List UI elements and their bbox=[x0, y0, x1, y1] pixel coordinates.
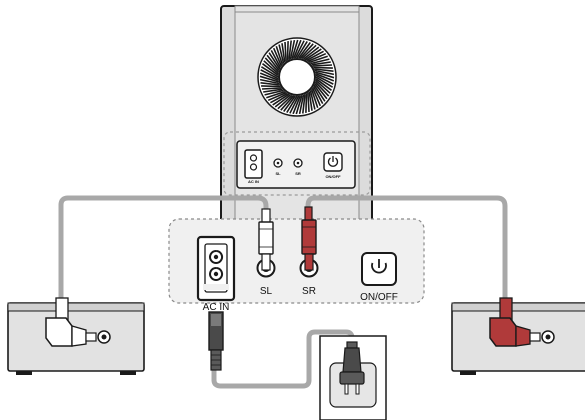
mini-sr-label: SR bbox=[295, 171, 301, 176]
grille-fin bbox=[284, 41, 287, 62]
sr-jack[interactable] bbox=[299, 206, 319, 278]
grille-fin bbox=[304, 48, 322, 61]
grille-fin bbox=[260, 82, 280, 86]
grille-fin bbox=[292, 39, 302, 59]
grille-fin bbox=[313, 66, 333, 69]
grille-fin bbox=[286, 95, 298, 114]
grille-fin bbox=[259, 78, 280, 85]
grille-fin bbox=[312, 64, 333, 67]
grille-fin bbox=[266, 54, 280, 71]
grille-fin bbox=[259, 75, 279, 83]
grille-fin bbox=[314, 68, 334, 72]
ac-power-plug bbox=[208, 311, 224, 371]
wall-plug-icon bbox=[339, 341, 365, 395]
cable-sl bbox=[58, 195, 269, 304]
woofer-grille-icon bbox=[257, 37, 337, 117]
grille-fin bbox=[261, 87, 282, 90]
grille-fin bbox=[298, 42, 311, 59]
grille-fin bbox=[283, 95, 296, 112]
grille-fin bbox=[270, 50, 282, 68]
mini-ac-in-label: AC IN bbox=[248, 179, 259, 184]
grille-fin bbox=[295, 95, 303, 115]
grille-fin bbox=[301, 44, 317, 60]
grille-fin bbox=[292, 95, 302, 115]
power-label: ON/OFF bbox=[360, 292, 398, 303]
mini-power-label: ON/OFF bbox=[325, 174, 341, 179]
grille-fin bbox=[288, 40, 292, 60]
mini-panel-callout bbox=[223, 131, 371, 196]
grille-fin bbox=[311, 61, 331, 66]
grille-fin bbox=[314, 81, 330, 97]
right-speaker-plug bbox=[489, 297, 555, 347]
ac-socket-icon bbox=[196, 235, 236, 302]
grille-fin bbox=[277, 94, 293, 110]
grille-fin bbox=[305, 93, 308, 113]
grille-fin bbox=[261, 85, 281, 88]
grille-fin bbox=[314, 69, 335, 76]
grille-fin bbox=[315, 76, 334, 88]
grille-fin bbox=[275, 46, 284, 66]
grille-fin bbox=[315, 79, 331, 94]
grille-fin bbox=[281, 43, 286, 63]
grille-fin bbox=[286, 41, 289, 61]
cable-power bbox=[211, 329, 355, 389]
grille-fin bbox=[272, 47, 283, 67]
grille-fin bbox=[306, 50, 324, 62]
grille-fin bbox=[299, 43, 314, 59]
power-button[interactable] bbox=[361, 252, 397, 286]
grille-fin bbox=[308, 91, 313, 111]
grille-fin bbox=[296, 40, 308, 59]
grille-fin bbox=[303, 46, 320, 60]
grille-fin bbox=[310, 58, 330, 65]
grille-fin bbox=[302, 94, 306, 114]
grille-fin bbox=[307, 52, 327, 63]
grille-fin bbox=[274, 94, 291, 108]
grille-fin bbox=[315, 74, 334, 85]
sl-label: SL bbox=[260, 286, 273, 297]
grille-fin bbox=[313, 84, 326, 102]
grille-fin bbox=[294, 40, 305, 59]
sr-label: SR bbox=[302, 286, 316, 297]
grille-fin bbox=[260, 66, 279, 78]
mini-panel: AC IN SL SR ON/OFF bbox=[236, 140, 356, 189]
sl-jack[interactable] bbox=[256, 208, 276, 278]
grille-fin bbox=[309, 90, 316, 110]
grille-fin bbox=[266, 90, 286, 99]
grille-fin bbox=[314, 83, 328, 100]
grille-fin bbox=[260, 69, 279, 80]
grille-fin bbox=[259, 72, 279, 82]
grille-fin bbox=[264, 89, 284, 96]
grille-fin bbox=[315, 72, 335, 82]
grille-fin bbox=[289, 39, 296, 60]
grille-fin bbox=[315, 71, 335, 79]
grille-fin bbox=[264, 57, 280, 73]
power-icon bbox=[371, 259, 387, 274]
grille-fin bbox=[272, 93, 290, 106]
grille-fin bbox=[267, 91, 287, 102]
grille-fin bbox=[310, 88, 319, 108]
mini-sl-label: SL bbox=[275, 171, 281, 176]
grille-fin bbox=[263, 88, 283, 93]
grille-fin bbox=[268, 52, 281, 70]
grille-fin bbox=[291, 39, 299, 59]
ac-in-label: AC IN bbox=[203, 302, 230, 313]
grille-fin bbox=[270, 92, 288, 104]
grille-fin bbox=[289, 95, 300, 114]
grille-fin bbox=[308, 55, 328, 64]
grille-fin bbox=[262, 63, 279, 76]
grille-fin bbox=[315, 78, 332, 91]
grille-fin bbox=[263, 60, 279, 75]
cables bbox=[58, 195, 508, 389]
grille-fin bbox=[312, 86, 324, 104]
grille-fin bbox=[278, 44, 285, 64]
grille-fin bbox=[298, 94, 305, 115]
cable-sr bbox=[305, 195, 508, 305]
grille-fin bbox=[311, 87, 322, 107]
left-speaker-plug bbox=[45, 297, 111, 347]
grille-fin bbox=[280, 95, 295, 111]
grille-fin bbox=[307, 92, 310, 113]
